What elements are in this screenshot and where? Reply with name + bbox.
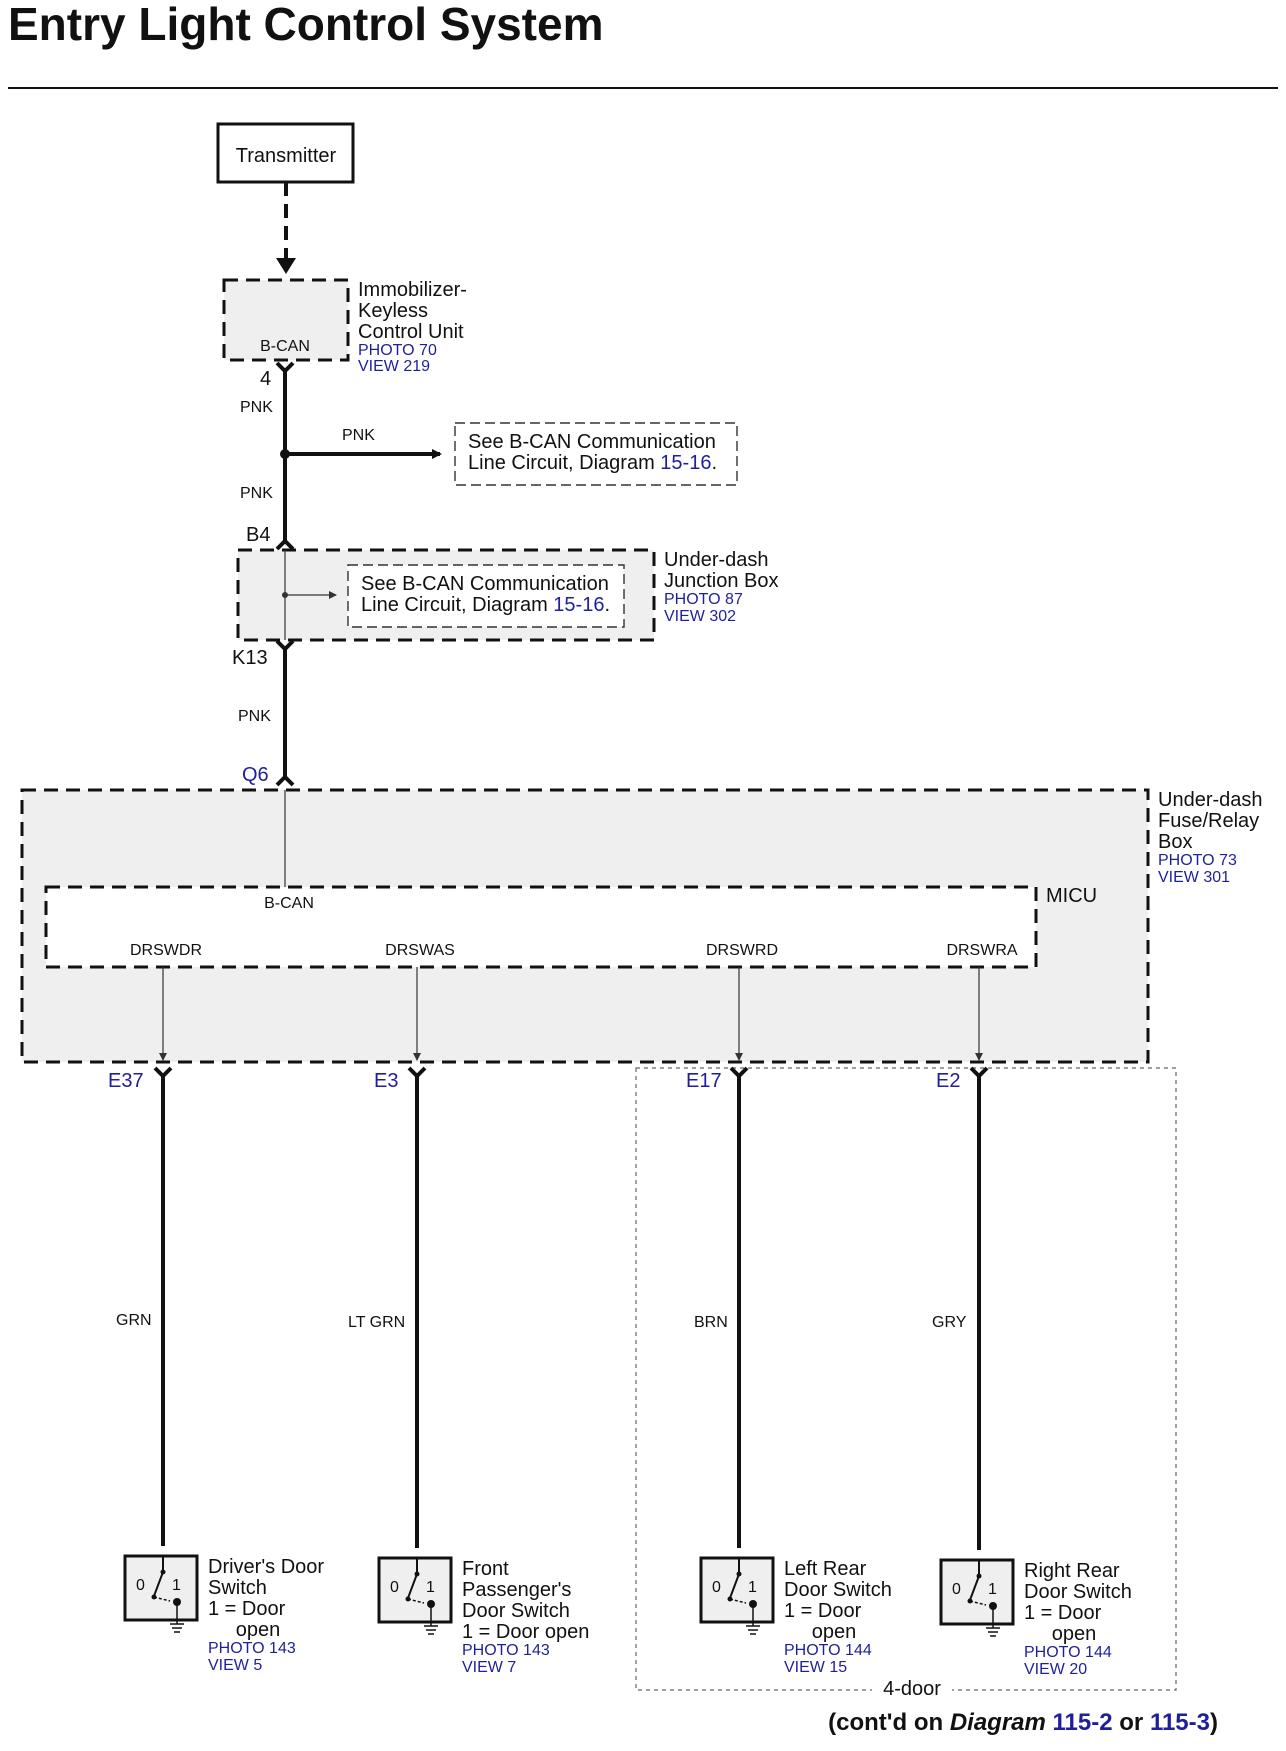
immobilizer-name-1: Immobilizer- (358, 279, 467, 301)
switch-4-name-4: open (1024, 1623, 1096, 1645)
svg-text:0: 0 (136, 1577, 145, 1594)
micu-bcan: B-CAN (264, 895, 314, 912)
bcan-note-1-line2: Line Circuit, Diagram 15-16. (468, 452, 717, 474)
wire-color-pnk-branch: PNK (342, 427, 375, 444)
four-door-label-bg (872, 1675, 952, 1699)
immobilizer-terminal: B-CAN (260, 338, 310, 355)
immobilizer-name-3: Control Unit (358, 321, 464, 343)
micu-terminal-drswas: DRSWAS (385, 942, 455, 959)
pin-e17: E17 (686, 1070, 722, 1092)
switch-1-name-2: Switch (208, 1577, 267, 1599)
switch-1-view: VIEW 5 (208, 1657, 262, 1674)
switch-3-name-2: Door Switch (784, 1579, 892, 1601)
junction-pin-out: K13 (232, 647, 268, 669)
switch-3-name-3: 1 = Door (784, 1600, 862, 1622)
micu-name: MICU (1046, 885, 1097, 907)
connector-icon (275, 774, 295, 787)
switch-3-name-1: Left Rear (784, 1558, 867, 1580)
pin-e37: E37 (108, 1070, 144, 1092)
bcan-note-1-line1: See B-CAN Communication (468, 431, 716, 453)
switch-2-name-2: Passenger's (462, 1579, 571, 1601)
fuse-view: VIEW 301 (1158, 869, 1230, 886)
switch-4-view: VIEW 20 (1024, 1661, 1087, 1678)
switch-3-photo: PHOTO 144 (784, 1642, 872, 1659)
junction-view: VIEW 302 (664, 608, 736, 625)
switch-1-name-4: open (208, 1619, 280, 1641)
immobilizer-photo: PHOTO 70 (358, 342, 437, 359)
switch-2-name-3: Door Switch (462, 1600, 570, 1622)
connector-icon (729, 1066, 749, 1079)
wire-color-pnk-2: PNK (240, 485, 273, 502)
micu-terminal-drswra: DRSWRA (946, 942, 1017, 959)
wire-color-gry: GRY (932, 1314, 967, 1331)
switch-4-name-3: 1 = Door (1024, 1602, 1102, 1624)
svg-text:1: 1 (172, 1577, 181, 1594)
svg-text:1: 1 (748, 1579, 757, 1596)
svg-text:0: 0 (952, 1581, 961, 1598)
page-title: Entry Light Control System (8, 0, 603, 50)
switch-3-view: VIEW 15 (784, 1659, 847, 1676)
immobilizer-box (222, 278, 350, 362)
connector-icon (153, 1066, 173, 1079)
wire-color-pnk-1: PNK (240, 399, 273, 416)
bcan-note-2-line1: See B-CAN Communication (361, 573, 609, 595)
left-rear-door-switch: 0 1 (699, 1556, 775, 1635)
connector-icon (275, 639, 295, 652)
connector-icon (969, 1066, 989, 1079)
fuse-pin-in: Q6 (242, 764, 269, 786)
switch-4-name-1: Right Rear (1024, 1560, 1120, 1582)
switch-1-photo: PHOTO 143 (208, 1640, 296, 1657)
transmitter-label: Transmitter (236, 145, 337, 167)
wire-color-lt-grn: LT GRN (348, 1314, 405, 1331)
junction-pin-in: B4 (246, 524, 270, 546)
micu-terminal-drswdr: DRSWDR (130, 942, 202, 959)
switch-2-view: VIEW 7 (462, 1659, 516, 1676)
signal-arrow-icon (276, 258, 296, 274)
switch-4-photo: PHOTO 144 (1024, 1644, 1112, 1661)
svg-text:1: 1 (426, 1579, 435, 1596)
svg-text:1: 1 (988, 1581, 997, 1598)
connector-icon (407, 1066, 427, 1079)
wire-color-pnk-3: PNK (238, 708, 271, 725)
micu-box (44, 885, 1038, 969)
immobilizer-pin: 4 (260, 368, 271, 390)
switch-1-name-3: 1 = Door (208, 1598, 286, 1620)
fuse-name-3: Box (1158, 831, 1192, 853)
pin-e3: E3 (374, 1070, 398, 1092)
svg-text:0: 0 (390, 1579, 399, 1596)
four-door-label: 4-door (883, 1678, 941, 1700)
drivers-door-switch: 0 1 (123, 1554, 199, 1633)
svg-text:0: 0 (712, 1579, 721, 1596)
connector-icon (275, 361, 295, 374)
switch-4-name-2: Door Switch (1024, 1581, 1132, 1603)
switch-1-name-1: Driver's Door (208, 1556, 324, 1578)
bcan-note-box-1 (454, 422, 738, 486)
fuse-name-1: Under-dash (1158, 789, 1263, 811)
bcan-note-2-line2: Line Circuit, Diagram 15-16. (361, 594, 610, 616)
switch-2-name-1: Front (462, 1558, 509, 1580)
continued-note[interactable]: (cont'd on Diagram 115-2 or 115-3) (828, 1709, 1218, 1736)
pin-e2: E2 (936, 1070, 960, 1092)
switch-2-name-4: 1 = Door open (462, 1621, 589, 1643)
immobilizer-name-2: Keyless (358, 300, 428, 322)
immobilizer-view: VIEW 219 (358, 358, 430, 375)
fuse-photo: PHOTO 73 (1158, 852, 1237, 869)
connector-icon (275, 538, 295, 551)
switch-2-photo: PHOTO 143 (462, 1642, 550, 1659)
junction-photo: PHOTO 87 (664, 591, 743, 608)
micu-terminal-drswrd: DRSWRD (706, 942, 778, 959)
front-passenger-door-switch: 0 1 (377, 1556, 453, 1635)
bcan-note-box-2 (347, 564, 625, 628)
wire-color-grn: GRN (116, 1312, 152, 1329)
fuse-name-2: Fuse/Relay (1158, 810, 1259, 832)
switch-3-name-4: open (784, 1621, 856, 1643)
junction-name-1: Under-dash (664, 549, 769, 571)
junction-name-2: Junction Box (664, 570, 779, 592)
wire-color-brn: BRN (694, 1314, 728, 1331)
right-rear-door-switch: 0 1 (939, 1558, 1015, 1637)
